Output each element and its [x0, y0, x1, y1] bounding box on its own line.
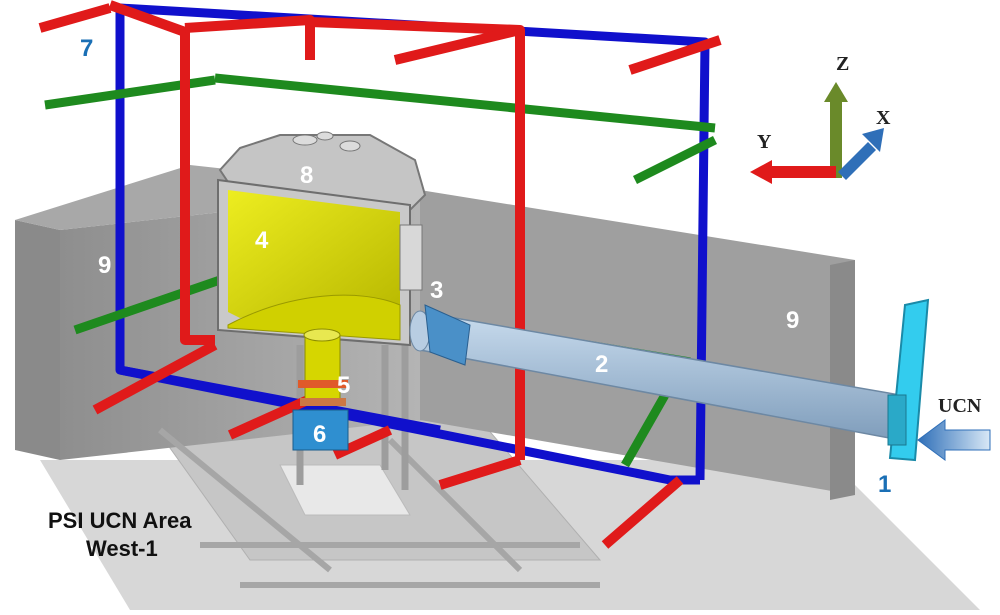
chamber-floor-curve: [227, 294, 401, 341]
axis-label-x: X: [876, 107, 891, 129]
shielding-wall-side: [15, 220, 60, 460]
label-3: 3: [430, 277, 443, 304]
label-5: 5: [337, 372, 350, 399]
chamber-inner-yellow: [228, 190, 400, 318]
vacuum-chamber: [217, 131, 427, 347]
caption-line-2: West-1: [86, 536, 158, 561]
caption-line-1: PSI UCN Area: [48, 508, 192, 533]
ucn-arrow-shape: [917, 419, 991, 461]
label-9-right: 9: [786, 307, 799, 334]
label-7: 7: [80, 35, 93, 62]
ucn-label: UCN: [938, 395, 982, 417]
guide-flange-3: [424, 304, 471, 366]
axis-label-y: Y: [757, 131, 772, 153]
red-coil-frames: [38, 0, 722, 549]
label-4: 4: [255, 227, 269, 254]
detector-body: [292, 409, 349, 451]
lid-port-c: [339, 140, 361, 152]
floor-platform: [279, 464, 411, 516]
shielding-wall-right: [420, 190, 855, 495]
x-axis-arrow: [838, 142, 876, 180]
ucn-beam-arrow: [917, 419, 991, 461]
entrance-shutter-mount: [887, 394, 907, 446]
label-1: 1: [878, 471, 891, 498]
lid-port-b: [316, 131, 334, 141]
shielding-wall-right-face: [830, 260, 855, 500]
vertical-guide: [304, 334, 341, 406]
z-axis-arrow: [830, 100, 842, 178]
label-2: 2: [595, 351, 608, 378]
z-axis-arrowhead: [824, 82, 848, 102]
shutter-flange-lower: [300, 398, 346, 406]
floor-rails: [158, 427, 600, 588]
chamber-side-flange: [399, 224, 423, 291]
axis-label-z: Z: [836, 53, 849, 75]
shutter-flange: [298, 380, 348, 388]
label-9-left: 9: [98, 252, 111, 279]
vertical-guide-assembly: [292, 328, 349, 451]
entrance-shutter: [887, 298, 930, 462]
x-axis-arrowhead: [862, 128, 884, 152]
lid-port-a: [292, 134, 318, 146]
y-axis-arrowhead: [750, 160, 772, 184]
label-6: 6: [313, 421, 326, 448]
y-axis-arrow: [770, 166, 836, 178]
coordinate-axes: [750, 82, 884, 184]
vertical-guide-top: [303, 328, 341, 342]
label-8: 8: [300, 162, 313, 189]
